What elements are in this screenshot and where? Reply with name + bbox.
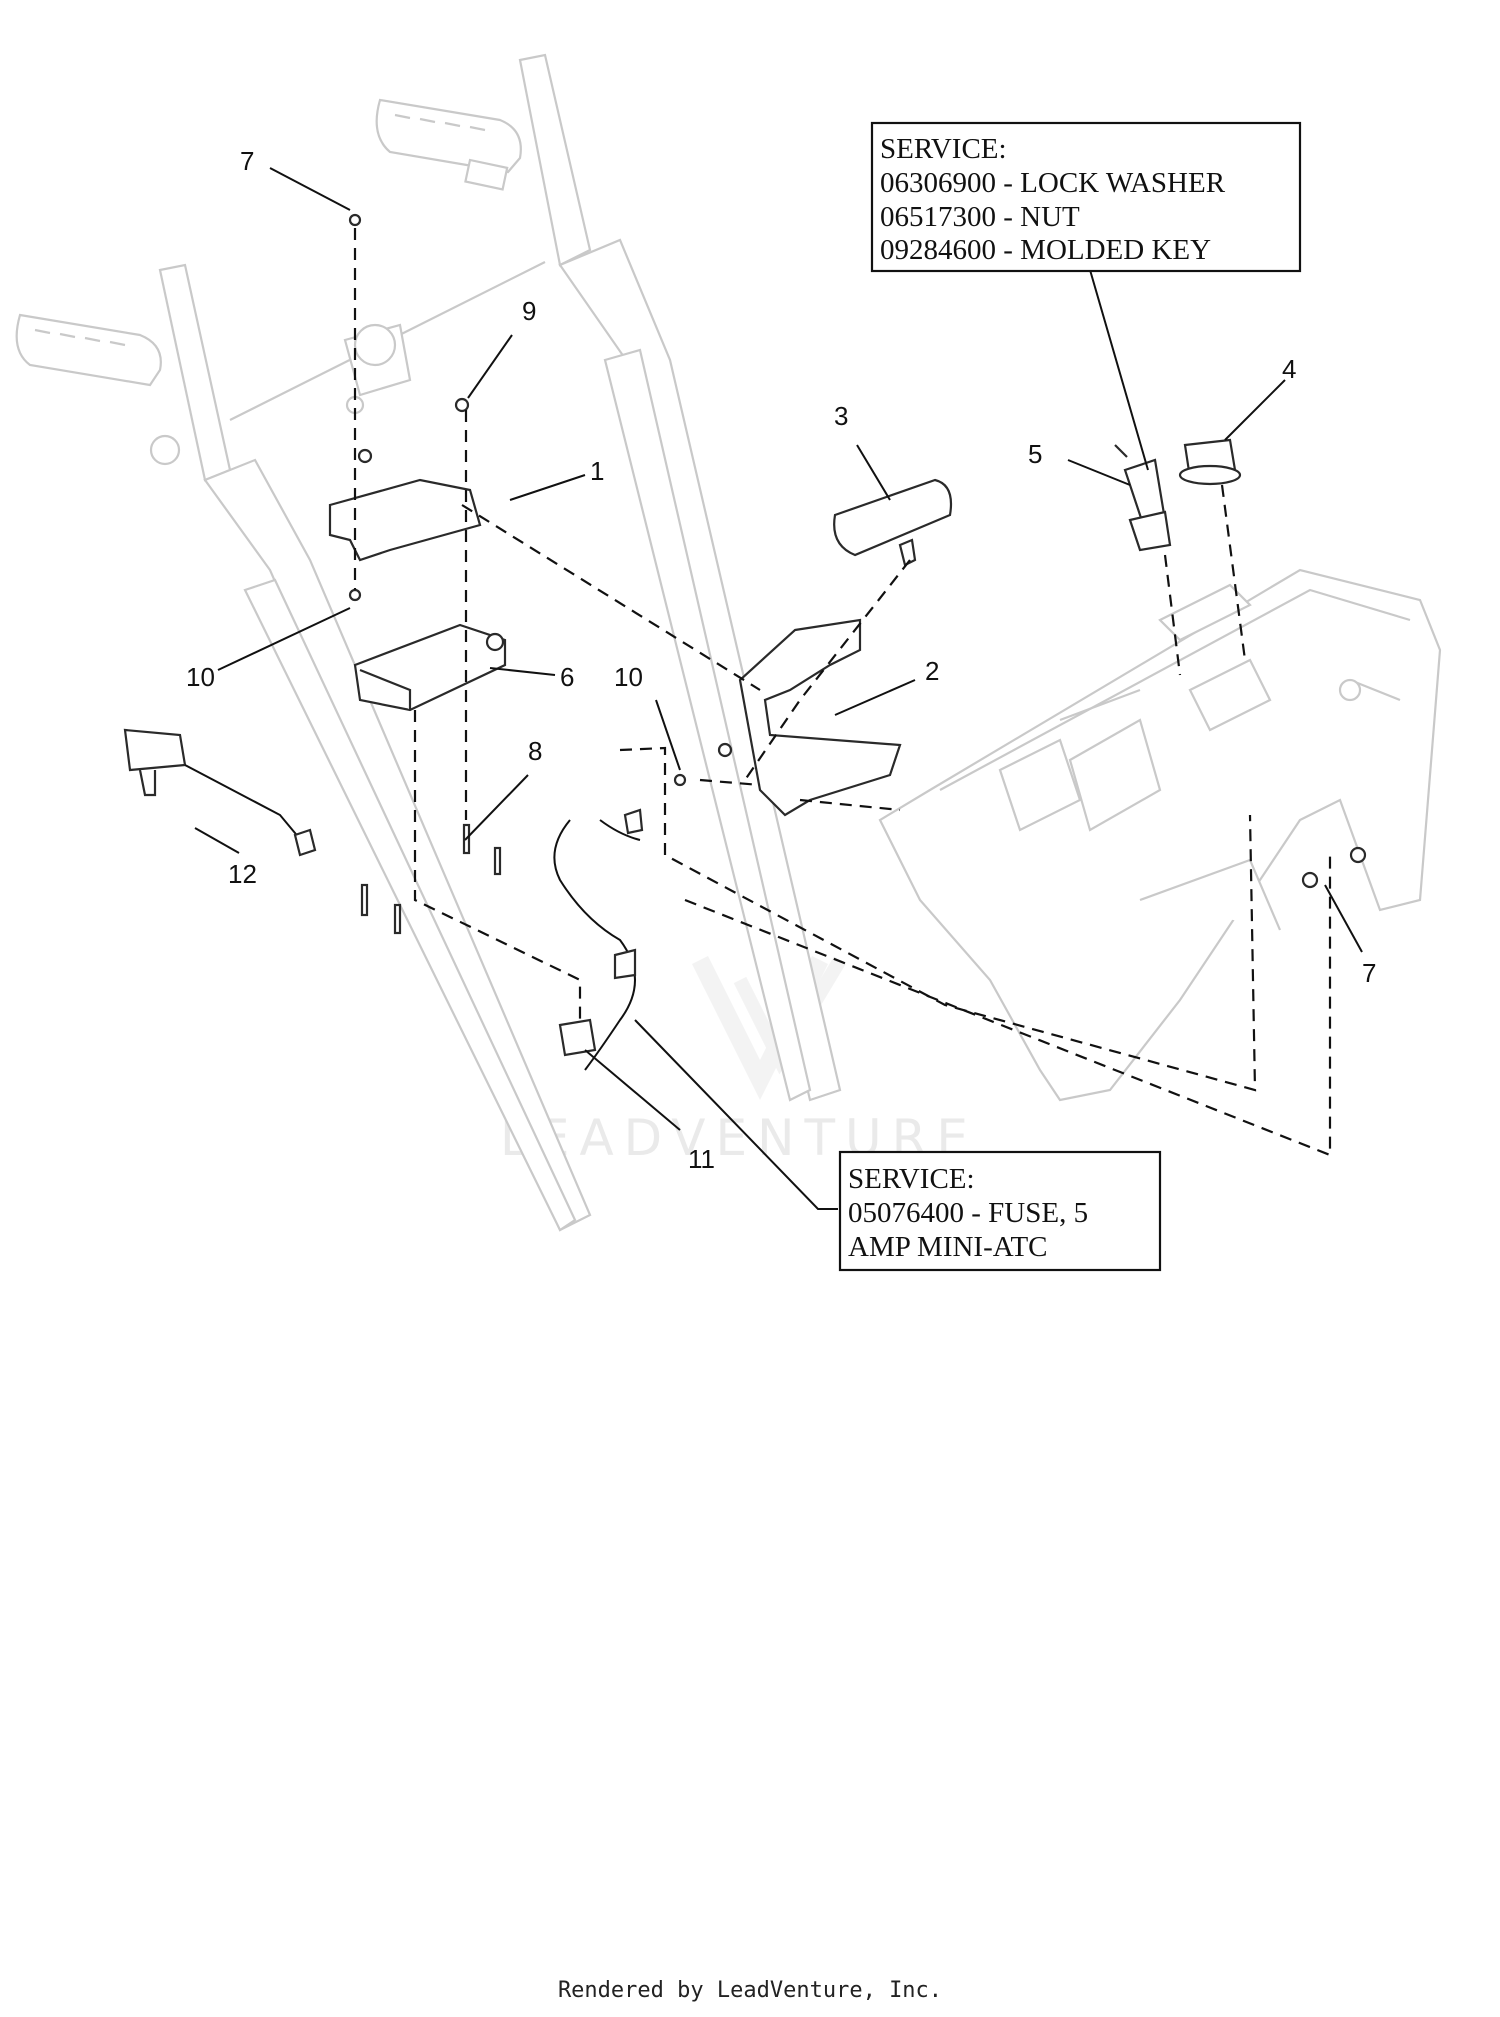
service-box-top: SERVICE: 06306900 - LOCK WASHER 06517300…: [870, 121, 1302, 273]
callout-10-right: 10: [614, 662, 643, 692]
assembly-lines: [353, 228, 1332, 1157]
key-switch: [1114, 444, 1172, 552]
footer-credit: Rendered by LeadVenture, Inc.: [557, 1978, 943, 2003]
service-top-line4: 09284600 - MOLDED KEY: [880, 234, 1211, 266]
wiring-harness: [553, 808, 644, 1071]
charger: [123, 728, 317, 857]
service-bottom-line3: AMP MINI-ATC: [848, 1231, 1048, 1263]
leader-lines: [194, 167, 1363, 1210]
callout-5: 5: [1028, 439, 1042, 469]
callout-4: 4: [1282, 354, 1296, 384]
service-bottom-line1: SERVICE:: [848, 1163, 975, 1195]
callout-1: 1: [590, 456, 604, 486]
handle-right: [375, 53, 842, 1102]
fasteners: [348, 213, 1367, 935]
control-module: [353, 623, 507, 712]
callout-7-right: 7: [1362, 958, 1376, 988]
callout-11: 11: [688, 1144, 715, 1174]
knob: [1178, 438, 1242, 486]
service-box-bottom: SERVICE: 05076400 - FUSE, 5 AMP MINI-ATC: [838, 1150, 1162, 1272]
callout-6: 6: [560, 662, 574, 692]
callout-10-left: 10: [186, 662, 215, 692]
service-top-line1: SERVICE:: [880, 133, 1007, 165]
battery: [833, 478, 953, 567]
mounting-plate: [328, 478, 482, 562]
callout-3: 3: [834, 401, 848, 431]
callout-9: 9: [522, 296, 536, 326]
service-top-line3: 06517300 - NUT: [880, 201, 1080, 233]
battery-bracket: [738, 618, 902, 817]
service-top-line2: 06306900 - LOCK WASHER: [880, 167, 1226, 199]
callout-7-top: 7: [240, 146, 254, 176]
dash-panel: [878, 568, 1442, 1102]
service-bottom-line2: 05076400 - FUSE, 5: [848, 1197, 1088, 1229]
callout-2: 2: [925, 656, 939, 686]
callout-8: 8: [528, 736, 542, 766]
callout-12: 12: [228, 859, 257, 889]
handle-left: [15, 263, 592, 1232]
control-lever-bracket: [343, 323, 412, 415]
